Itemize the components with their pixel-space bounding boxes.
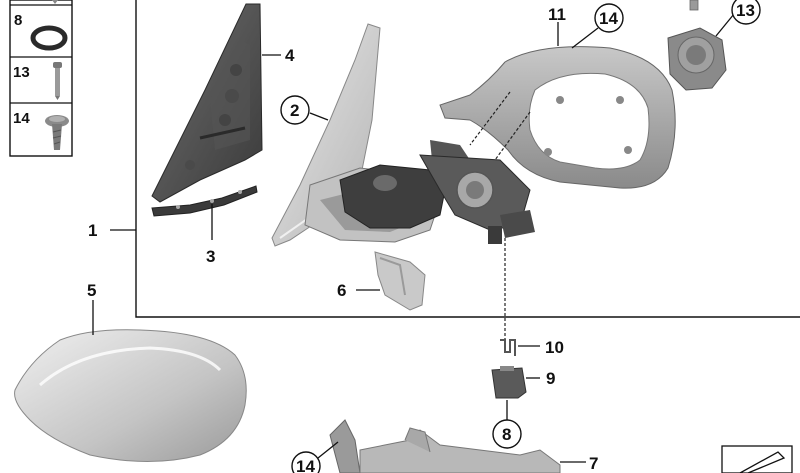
legend-number-8: 8 bbox=[14, 12, 22, 29]
part-7-lower-cover bbox=[329, 419, 561, 473]
part-9-bulb-module bbox=[491, 366, 527, 399]
part-11-mirror-frame bbox=[439, 46, 676, 189]
callout-5: 5 bbox=[87, 281, 96, 300]
part-5-mirror-cap bbox=[14, 329, 247, 462]
callout-14a-leader bbox=[571, 27, 599, 49]
pin-bolt-icon bbox=[53, 62, 62, 100]
part-6-bracket bbox=[374, 251, 426, 311]
callout-7: 7 bbox=[589, 454, 598, 473]
callout-2-leader bbox=[309, 112, 329, 121]
assembly-frame bbox=[135, 0, 800, 318]
callout-1: 1 bbox=[88, 221, 97, 240]
callout-11: 11 bbox=[548, 5, 566, 24]
parts-legend: 8 13 14 bbox=[9, 0, 73, 157]
callout-10: 10 bbox=[545, 338, 564, 357]
callout-9: 9 bbox=[546, 369, 555, 388]
callout-13: 13 bbox=[736, 1, 755, 20]
legend-part-tip-icon bbox=[52, 0, 58, 4]
callout-2-circle bbox=[280, 95, 310, 125]
part-11-dashed-path bbox=[469, 91, 531, 161]
part-13-turn-signal-module bbox=[667, 0, 727, 91]
part-10-clip bbox=[500, 339, 516, 356]
callout-4: 4 bbox=[285, 46, 295, 65]
callout-8: 8 bbox=[502, 425, 511, 444]
part-4-mirror-backplate bbox=[151, 3, 263, 203]
callout-14b-leader bbox=[317, 441, 339, 459]
callout-13-circle bbox=[731, 0, 761, 25]
callout-14b: 14 bbox=[296, 457, 315, 473]
o-ring-icon bbox=[30, 25, 68, 51]
callout-6: 6 bbox=[337, 281, 346, 300]
callout-14a-circle bbox=[594, 3, 624, 33]
callout-2: 2 bbox=[290, 101, 299, 120]
callout-14a: 14 bbox=[599, 9, 618, 28]
screw-icon bbox=[45, 115, 69, 150]
diagram-reference-symbol bbox=[721, 445, 793, 473]
part-3-seal-strip bbox=[151, 185, 258, 217]
legend-number-13: 13 bbox=[13, 64, 30, 81]
callout-3: 3 bbox=[206, 247, 215, 266]
legend-number-14: 14 bbox=[13, 110, 30, 127]
callout-8-circle bbox=[492, 419, 522, 449]
legend-frame bbox=[9, 0, 73, 157]
callout-14b-circle bbox=[291, 451, 321, 473]
mirror-actuator-motor bbox=[339, 140, 535, 244]
callout-13-leader bbox=[715, 13, 735, 37]
